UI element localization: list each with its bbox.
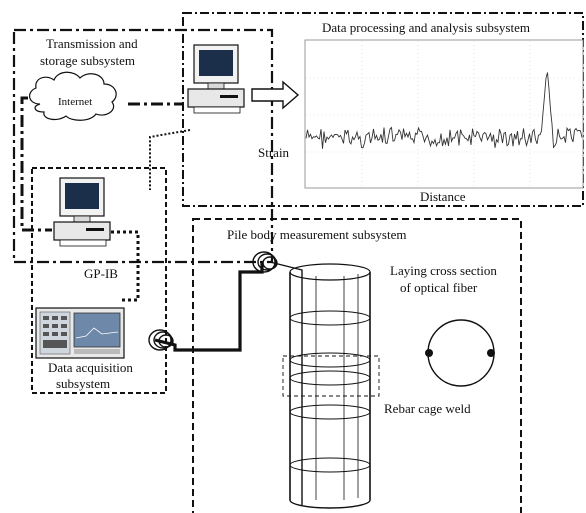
rebar-weld-label: Rebar cage weld <box>384 401 471 416</box>
data-processing-label: Data processing and analysis subsystem <box>322 20 530 35</box>
fiber-coil-icon <box>148 329 174 351</box>
fiber-point-right <box>487 349 495 357</box>
cloud-icon <box>29 71 117 121</box>
fiber-cross-section <box>425 319 495 387</box>
acquisition-computer <box>53 177 111 247</box>
strain-axis-label: Strain <box>258 145 290 160</box>
measurement-instrument-icon <box>35 307 125 359</box>
desktop-computer-icon <box>187 44 245 114</box>
fiber-point-left <box>425 349 433 357</box>
transmission-label-line1: Transmission and <box>46 36 138 51</box>
fiber-coil-icon <box>252 251 278 273</box>
internet-to-acquisition-link <box>20 96 52 232</box>
data-acquisition-label-line1: Data acquisition <box>48 360 133 375</box>
pile-cylinder <box>289 263 371 509</box>
pile-body-label: Pile body measurement subsystem <box>227 227 406 242</box>
laying-cross-section-label-line1: Laying cross section <box>390 263 497 278</box>
data-acquisition-box <box>31 167 167 394</box>
plot-frame <box>304 39 584 189</box>
plot-grid <box>306 41 582 187</box>
gpib-link <box>105 230 140 302</box>
hollow-arrow-right-icon <box>251 80 300 110</box>
strain-distance-plot <box>304 39 584 189</box>
pile-top <box>289 263 371 281</box>
gpib-label: GP-IB <box>84 266 118 281</box>
data-acquisition-label-line2: subsystem <box>56 376 110 391</box>
strain-trace <box>305 72 583 149</box>
server-to-acquisition-link <box>149 129 191 190</box>
internet-label: Internet <box>58 96 92 108</box>
distance-axis-label: Distance <box>420 189 466 204</box>
laying-cross-section-label-line2: of optical fiber <box>400 280 478 295</box>
transmission-storage-box <box>12 28 274 264</box>
desktop-computer-icon <box>53 177 111 247</box>
rebar-cage-weld-region <box>282 355 380 397</box>
transmission-label-line2: storage subsystem <box>40 53 135 68</box>
pile-body-box <box>192 218 522 513</box>
